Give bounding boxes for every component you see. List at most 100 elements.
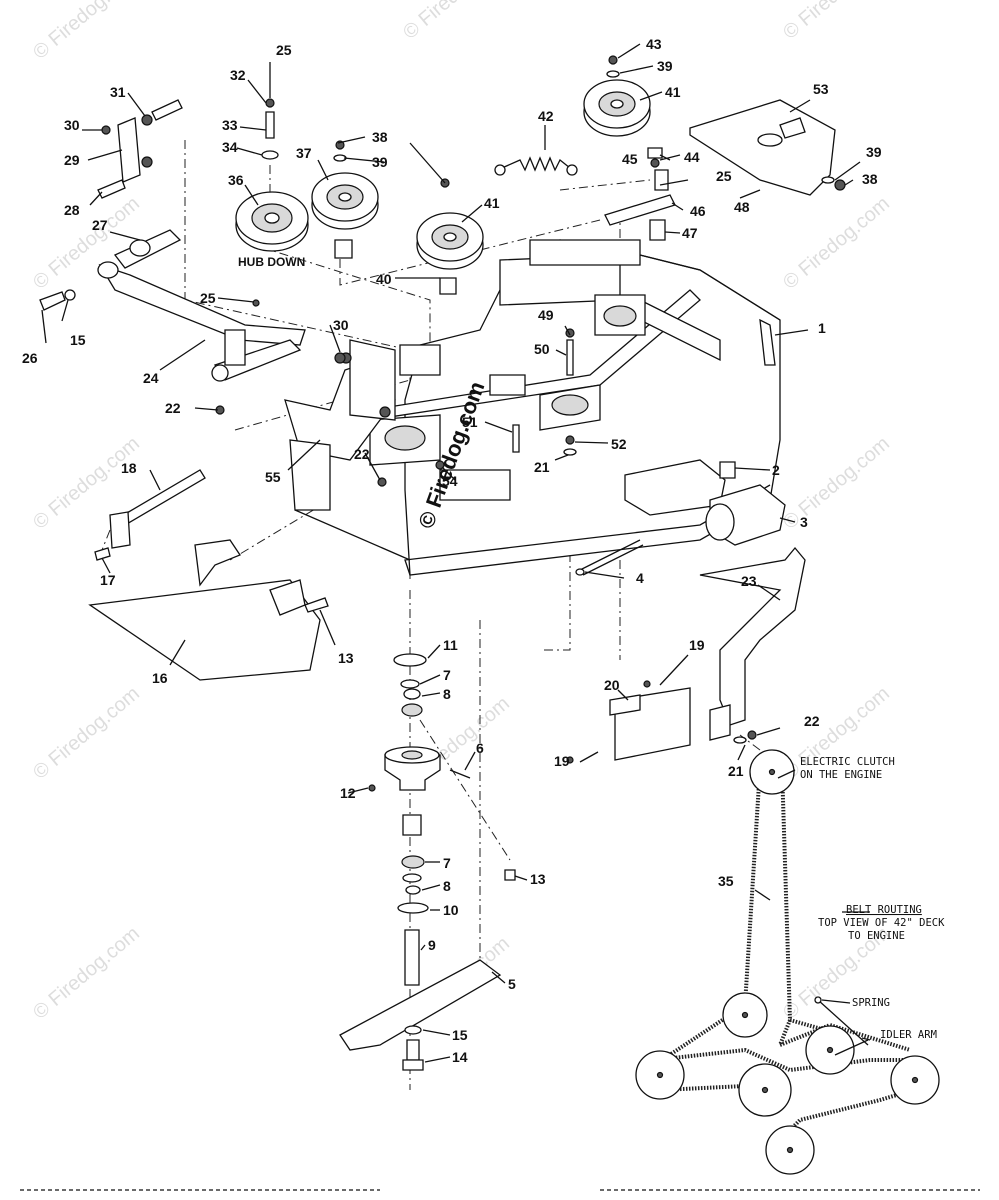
deflector-chute xyxy=(88,539,329,681)
idler-pulley-41-right xyxy=(583,79,651,137)
callout-37: 37 xyxy=(296,145,312,161)
pivot-shaft xyxy=(575,539,644,576)
watermark: © Firedog.com xyxy=(399,0,514,44)
callout-10: 10 xyxy=(443,902,459,918)
belt-cover xyxy=(699,546,806,741)
callout-4: 4 xyxy=(636,570,644,586)
belt-routing-diagram xyxy=(635,749,940,1175)
callout-25b: 25 xyxy=(200,290,216,306)
callout-28: 28 xyxy=(64,202,80,218)
callout-22b: 22 xyxy=(354,446,370,462)
callout-46: 46 xyxy=(690,203,706,219)
electric-clutch-label-line1: ELECTRIC CLUTCH xyxy=(800,756,895,768)
callout-44: 44 xyxy=(684,149,700,165)
callout-19a: 19 xyxy=(689,637,705,653)
callout-29: 29 xyxy=(64,152,80,168)
callout-3: 3 xyxy=(800,514,808,530)
callout-32: 32 xyxy=(230,67,246,83)
callout-53: 53 xyxy=(813,81,829,97)
idler-arm-label: IDLER ARM xyxy=(880,1029,937,1041)
callout-41a: 41 xyxy=(484,195,500,211)
callout-19b: 19 xyxy=(554,753,570,769)
callout-26: 26 xyxy=(22,350,38,366)
callout-15a: 15 xyxy=(70,332,86,348)
belt-routing-line2: TOP VIEW OF 42" DECK xyxy=(818,917,945,929)
callout-13a: 13 xyxy=(338,650,354,666)
callout-33: 33 xyxy=(222,117,238,133)
callout-40: 40 xyxy=(376,271,392,287)
belt-guard xyxy=(689,99,836,196)
callout-39b: 39 xyxy=(657,58,673,74)
mower-blade xyxy=(339,869,516,1071)
callout-36: 36 xyxy=(228,172,244,188)
callout-20: 20 xyxy=(604,677,620,693)
rod-assembly xyxy=(94,469,206,561)
watermark: © Firedog.com xyxy=(29,0,144,64)
belt-routing-line3: TO ENGINE xyxy=(848,930,905,942)
callout-43: 43 xyxy=(646,36,662,52)
callout-55: 55 xyxy=(265,469,281,485)
watermark: © Firedog.com xyxy=(779,192,894,293)
hanger-bracket xyxy=(97,99,346,364)
mower-deck xyxy=(369,239,781,576)
callout-25c: 25 xyxy=(716,168,732,184)
callout-21a: 21 xyxy=(534,459,550,475)
callout-39a: 39 xyxy=(372,154,388,170)
callout-39c: 39 xyxy=(866,144,882,160)
hub-down-label: HUB DOWN xyxy=(238,255,305,269)
callout-51: 51 xyxy=(462,414,478,430)
idler-pulley-37 xyxy=(311,172,379,259)
watermark: © Firedog.com xyxy=(779,0,894,44)
tension-spring xyxy=(494,156,578,176)
pulley-hub-down xyxy=(235,191,309,252)
mounting-plate xyxy=(609,687,691,761)
spindle-assembly xyxy=(384,653,441,986)
callout-8b: 8 xyxy=(443,878,451,894)
callout-41b: 41 xyxy=(665,84,681,100)
callout-42: 42 xyxy=(538,108,554,124)
callout-38a: 38 xyxy=(372,129,388,145)
callout-14: 14 xyxy=(452,1049,468,1065)
callout-2: 2 xyxy=(772,462,780,478)
callout-21b: 21 xyxy=(728,763,744,779)
spring-label: SPRING xyxy=(852,997,890,1009)
callout-labels: 1 2 3 4 5 6 7 7 8 8 9 10 11 12 13 13 14 … xyxy=(22,36,882,1065)
callout-30a: 30 xyxy=(64,117,80,133)
callout-12: 12 xyxy=(340,785,356,801)
callout-48: 48 xyxy=(734,199,750,215)
callout-30b: 30 xyxy=(333,317,349,333)
callout-34: 34 xyxy=(222,139,238,155)
callout-13b: 13 xyxy=(530,871,546,887)
actuator xyxy=(705,461,786,546)
callout-45: 45 xyxy=(622,151,638,167)
callout-17: 17 xyxy=(100,572,116,588)
callout-25a: 25 xyxy=(276,42,292,58)
callout-6: 6 xyxy=(476,740,484,756)
callout-7b: 7 xyxy=(443,855,451,871)
link-pin xyxy=(39,229,182,311)
callout-23: 23 xyxy=(741,573,757,589)
callout-49: 49 xyxy=(538,307,554,323)
callout-7a: 7 xyxy=(443,667,451,683)
callout-5: 5 xyxy=(508,976,516,992)
idler-arm xyxy=(604,147,676,241)
callout-1: 1 xyxy=(818,320,826,336)
callout-50: 50 xyxy=(534,341,550,357)
lift-arm xyxy=(97,261,306,382)
callout-15b: 15 xyxy=(452,1027,468,1043)
callout-31: 31 xyxy=(110,84,126,100)
callout-27: 27 xyxy=(92,217,108,233)
leader-lines xyxy=(41,43,871,1063)
callout-22c: 22 xyxy=(804,713,820,729)
watermark: © Firedog.com xyxy=(29,682,144,783)
callout-54: 54 xyxy=(442,473,458,489)
side-bracket xyxy=(284,339,411,561)
callout-9: 9 xyxy=(428,937,436,953)
idler-pulley-41-center xyxy=(416,212,484,295)
watermark: © Firedog.com xyxy=(779,432,894,533)
electric-clutch-label-line2: ON THE ENGINE xyxy=(800,769,882,781)
callout-16: 16 xyxy=(152,670,168,686)
belt-routing-title: BELT ROUTING xyxy=(846,904,922,916)
callout-38b: 38 xyxy=(862,171,878,187)
